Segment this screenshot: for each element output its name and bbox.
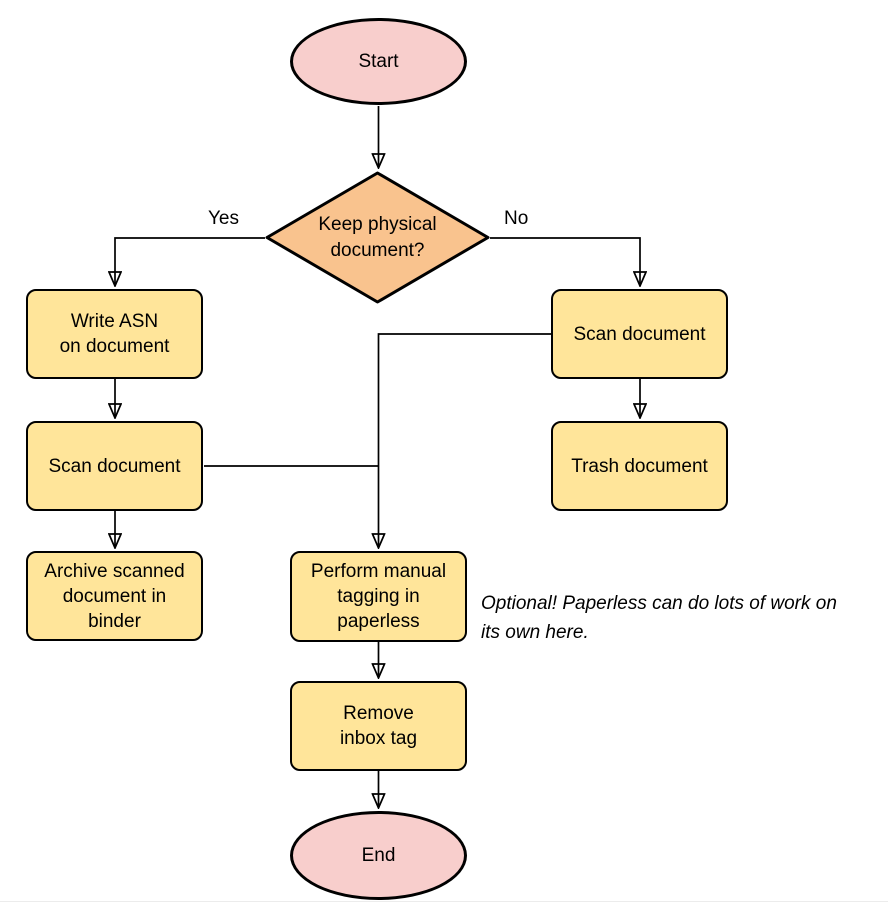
- optional-note: Optional! Paperless can do lots of work …: [481, 593, 837, 643]
- node-scan-document-right: Scan document: [551, 289, 728, 379]
- node-end: End: [290, 811, 467, 900]
- node-start: Start: [290, 18, 467, 105]
- decision-diamond-shape: [265, 171, 490, 304]
- node-manual-tagging: Perform manual tagging in paperless: [290, 551, 467, 642]
- edge-label-yes: Yes: [206, 208, 241, 230]
- node-trash-document: Trash document: [551, 421, 728, 511]
- page-bottom-border: [0, 901, 888, 902]
- node-remove-inbox-tag: Remove inbox tag: [290, 681, 467, 771]
- node-decision: Keep physical document?: [264, 170, 491, 305]
- node-archive-binder: Archive scanned document in binder: [26, 551, 203, 641]
- node-scan-document-left: Scan document: [26, 421, 203, 511]
- node-write-asn: Write ASN on document: [26, 289, 203, 379]
- edge-scan-right-to-tagging: [379, 333, 551, 548]
- edge-decision-to-write-asn: [115, 237, 265, 286]
- edge-label-no: No: [502, 208, 531, 230]
- edge-decision-to-scan-right: [490, 237, 640, 286]
- decision-label: Keep physical document?: [318, 213, 437, 261]
